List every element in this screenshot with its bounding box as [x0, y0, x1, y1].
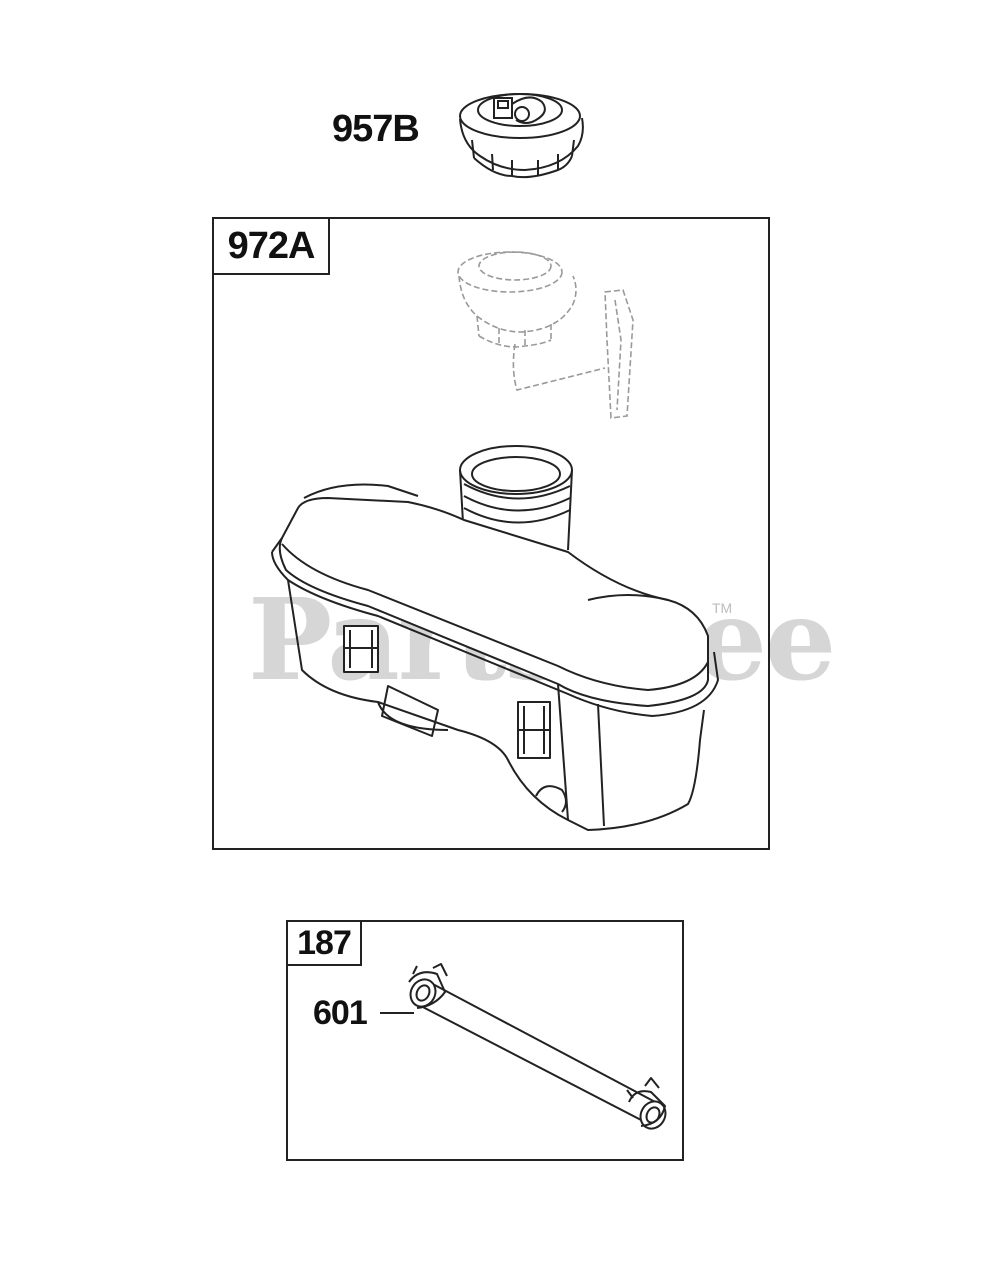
trademark-mark: TM: [712, 600, 733, 616]
fuel-cap-drawing[interactable]: [450, 84, 595, 184]
part-label-972a: 972A: [227, 224, 316, 267]
part-tag-972a[interactable]: 972A: [212, 217, 330, 275]
part-tag-187[interactable]: 187: [286, 920, 362, 966]
part-label-601[interactable]: 601: [313, 994, 368, 1032]
fuel-tank-drawing[interactable]: [268, 440, 728, 835]
ghost-cap-dipstick-drawing: [457, 251, 634, 419]
part-label-957b[interactable]: 957B: [332, 108, 420, 150]
fuel-line-kit-box: 187: [286, 920, 684, 1161]
leader-line-601: [380, 1012, 414, 1014]
fuel-tank-kit-box: 972A: [212, 217, 770, 850]
part-label-187: 187: [297, 923, 352, 962]
fuel-line-hose-drawing[interactable]: [395, 960, 680, 1150]
